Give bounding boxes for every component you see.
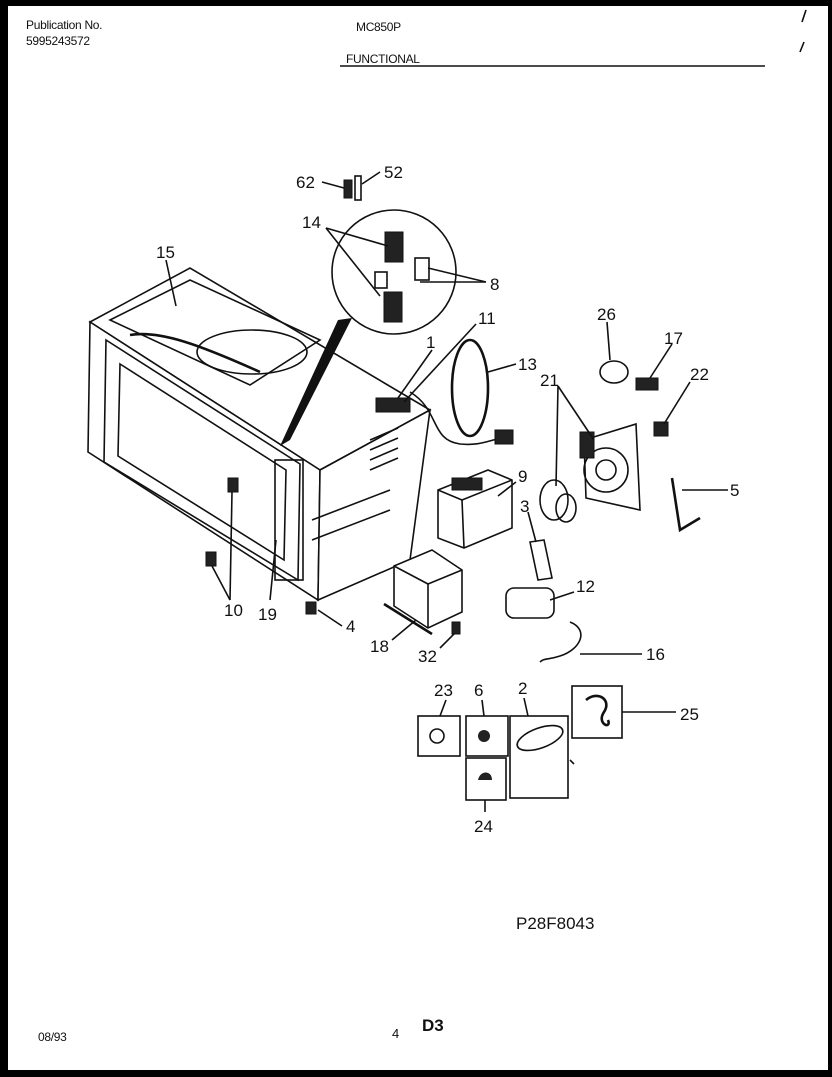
callout-19: 19 bbox=[258, 605, 277, 624]
callout-9: 9 bbox=[518, 467, 527, 486]
label-kit bbox=[417, 685, 623, 801]
callout-52: 52 bbox=[384, 163, 403, 182]
lamp-bulb bbox=[599, 360, 629, 384]
callout-13: 13 bbox=[518, 355, 537, 374]
callout-12: 12 bbox=[576, 577, 595, 596]
callout-6: 6 bbox=[474, 681, 483, 700]
callout-2: 2 bbox=[518, 679, 527, 698]
capacitor bbox=[505, 587, 555, 619]
label-25 bbox=[571, 685, 623, 739]
callout-15: 15 bbox=[156, 243, 175, 262]
corner-mark bbox=[801, 9, 807, 23]
parts-sheet bbox=[8, 6, 828, 1070]
callout-62: 62 bbox=[296, 173, 315, 192]
part-22 bbox=[653, 421, 669, 437]
cabinet-vents bbox=[369, 427, 399, 471]
section-title: FUNCTIONAL bbox=[346, 52, 420, 66]
callout-3: 3 bbox=[520, 497, 529, 516]
detail-pointer bbox=[280, 318, 352, 446]
callout-10: 10 bbox=[224, 601, 243, 620]
callout-5: 5 bbox=[730, 481, 739, 500]
part-32-screw bbox=[451, 621, 461, 635]
fan-blade bbox=[555, 493, 577, 523]
callout-32: 32 bbox=[418, 647, 437, 666]
callout-22: 22 bbox=[690, 365, 709, 384]
fan-motor-assembly bbox=[539, 422, 641, 523]
callout-numbers: 62 52 14 8 15 11 1 13 26 17 21 22 9 3 5 … bbox=[156, 163, 739, 836]
publication-number: 5995243572 bbox=[26, 34, 90, 48]
part-4-foot bbox=[305, 601, 317, 615]
switch-actuator bbox=[374, 271, 388, 289]
capacitor-clip bbox=[529, 539, 553, 581]
thermal-cutout bbox=[375, 397, 411, 413]
callout-1: 1 bbox=[426, 333, 435, 352]
fan-blade bbox=[539, 479, 569, 521]
callout-4: 4 bbox=[346, 617, 355, 636]
callout-23: 23 bbox=[434, 681, 453, 700]
callout-24: 24 bbox=[474, 817, 493, 836]
label-23 bbox=[417, 715, 461, 757]
part-5-bracket bbox=[670, 477, 701, 533]
callout-11: 11 bbox=[478, 309, 496, 328]
switch-actuator bbox=[414, 257, 430, 281]
callout-17: 17 bbox=[664, 329, 683, 348]
corner-mark bbox=[799, 41, 805, 53]
model-number: MC850P bbox=[356, 20, 401, 34]
callout-14: 14 bbox=[302, 213, 321, 232]
callout-16: 16 bbox=[646, 645, 665, 664]
door-interlock-bracket bbox=[274, 459, 304, 581]
power-cord bbox=[409, 338, 514, 446]
diode-wire bbox=[539, 621, 582, 663]
page-number: 4 bbox=[392, 1026, 399, 1041]
page-code: D3 bbox=[422, 1016, 444, 1035]
callout-25: 25 bbox=[680, 705, 699, 724]
label-2 bbox=[509, 715, 569, 799]
callout-26: 26 bbox=[597, 305, 616, 324]
oven-cabinet bbox=[87, 267, 432, 602]
interlock-switch-lower bbox=[383, 291, 403, 323]
lamp-socket bbox=[635, 377, 659, 391]
publication-label: Publication No. bbox=[26, 18, 103, 32]
transformer bbox=[383, 549, 463, 636]
callout-21: 21 bbox=[540, 371, 559, 390]
part-52-screw bbox=[354, 175, 362, 201]
interlock-switch-upper bbox=[384, 231, 404, 263]
callout-18: 18 bbox=[370, 637, 389, 656]
diagram-code: P28F8043 bbox=[516, 914, 595, 933]
magnetron bbox=[437, 469, 513, 549]
part-62-clip bbox=[343, 179, 353, 199]
callout-8: 8 bbox=[490, 275, 499, 294]
interlock-switch-detail bbox=[280, 209, 457, 446]
part-10-clip bbox=[205, 551, 217, 567]
leader-lines bbox=[165, 171, 728, 812]
part-10-clip bbox=[227, 477, 239, 493]
revision-date: 08/93 bbox=[38, 1030, 67, 1044]
